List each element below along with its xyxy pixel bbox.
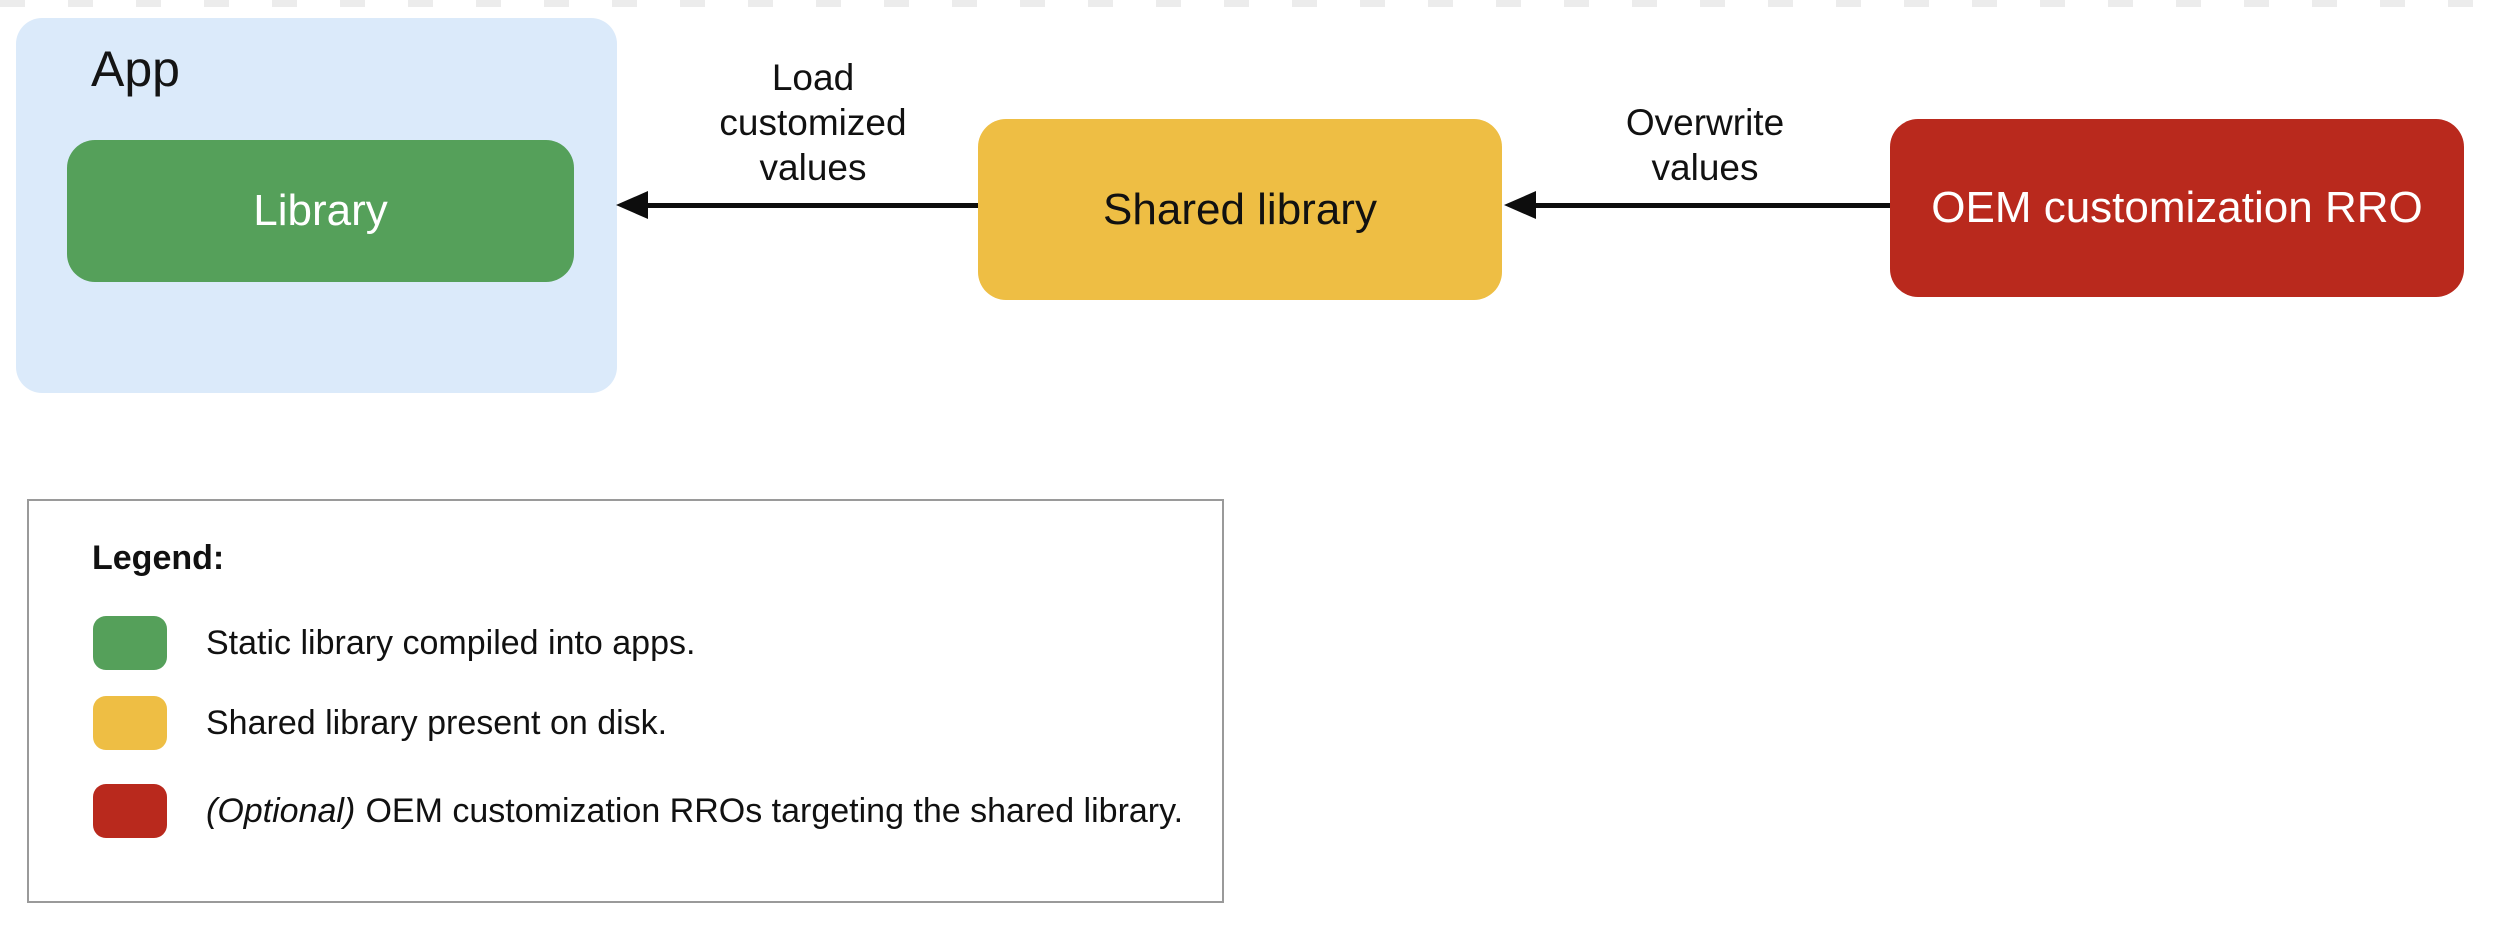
legend-swatch-green bbox=[93, 616, 167, 670]
arrow-label-load-customized-values: Load customized values bbox=[719, 57, 907, 188]
legend-item-body: OEM customization RROs targeting the sha… bbox=[365, 791, 1184, 830]
legend-item-text: Static library compiled into apps. bbox=[206, 624, 695, 663]
legend-item-text: Shared library present on disk. bbox=[206, 704, 667, 743]
legend-item-body: Static library compiled into apps. bbox=[206, 623, 696, 662]
arrow-shared-to-library-head-icon bbox=[616, 191, 648, 219]
legend-item-body: Shared library present on disk. bbox=[206, 703, 668, 742]
shared-library-node-label: Shared library bbox=[1103, 184, 1377, 234]
legend-swatch-red bbox=[93, 784, 167, 838]
legend-item-shared-library: Shared library present on disk. bbox=[93, 696, 667, 750]
legend-title: Legend: bbox=[92, 539, 225, 577]
arrow-oem-to-shared-line bbox=[1530, 203, 1890, 208]
legend-box: Legend: Static library compiled into app… bbox=[27, 499, 1224, 903]
legend-item-prefix: (Optional) bbox=[206, 791, 356, 830]
legend-swatch-yellow bbox=[93, 696, 167, 750]
legend-item-text: (Optional)OEM customization RROs targeti… bbox=[206, 792, 1183, 831]
oem-customization-rro-node: OEM customization RRO bbox=[1890, 119, 2464, 297]
arrow-shared-to-library-line bbox=[642, 203, 978, 208]
library-node: Library bbox=[67, 140, 574, 282]
app-label: App bbox=[91, 41, 180, 97]
top-dashed-strip bbox=[0, 0, 2502, 7]
shared-library-node: Shared library bbox=[978, 119, 1502, 300]
legend-item-static-library: Static library compiled into apps. bbox=[93, 616, 695, 670]
oem-node-label: OEM customization RRO bbox=[1931, 183, 2423, 232]
library-node-label: Library bbox=[253, 186, 388, 235]
arrow-label-overwrite-values: Overwrite values bbox=[1625, 102, 1785, 188]
arrow-oem-to-shared-head-icon bbox=[1504, 191, 1536, 219]
legend-item-oem-rro: (Optional)OEM customization RROs targeti… bbox=[93, 784, 1183, 838]
